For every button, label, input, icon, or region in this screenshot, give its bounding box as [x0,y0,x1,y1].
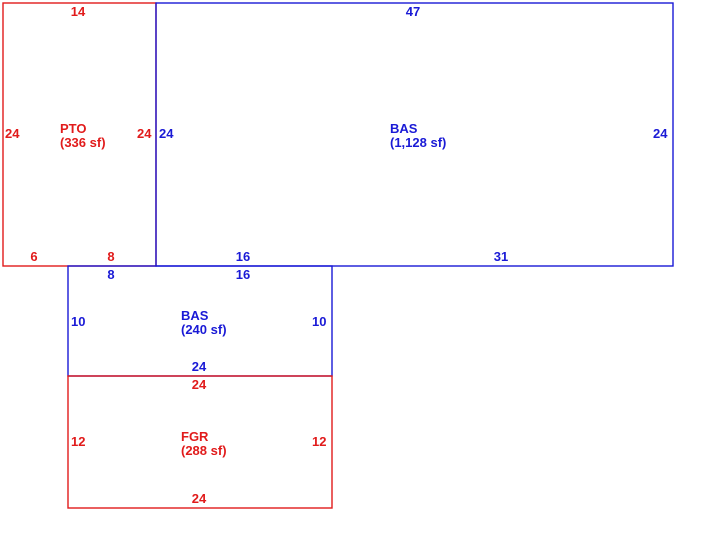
pto-area: 14 24 24 6 8 PTO (336 sf) [5,4,152,264]
pto-area-label: (336 sf) [60,135,106,150]
bas-small-top-dimension-right: 16 [236,267,250,282]
fgr-left-dimension: 12 [71,434,85,449]
pto-left-dimension: 24 [5,126,20,141]
pto-bottom-dimension-right: 8 [107,249,114,264]
bas-small-left-dimension: 10 [71,314,85,329]
bas-main-code-label: BAS [390,121,418,136]
fgr-area: 24 12 12 24 FGR (288 sf) [71,377,326,506]
pto-code-label: PTO [60,121,87,136]
bas-small-right-dimension: 10 [312,314,326,329]
fgr-outline [67,375,333,509]
bas-main-area-label: (1,128 sf) [390,135,446,150]
bas-main-left-dimension: 24 [159,126,174,141]
fgr-top-dimension: 24 [192,377,207,392]
fgr-area-label: (288 sf) [181,443,227,458]
bas-small-code-label: BAS [181,308,209,323]
bas-main-area: 47 24 24 16 31 BAS (1,128 sf) [159,4,668,264]
bas-small-area-label: (240 sf) [181,322,227,337]
pto-bottom-dimension-left: 6 [30,249,37,264]
fgr-right-dimension: 12 [312,434,326,449]
bas-main-bottom-dimension-right: 31 [494,249,508,264]
bas-small-area: 8 16 10 10 24 BAS (240 sf) [71,267,326,374]
bas-main-bottom-dimension-left: 16 [236,249,250,264]
bas-small-bottom-dimension: 24 [192,359,207,374]
bas-small-top-dimension-left: 8 [107,267,114,282]
fgr-code-label: FGR [181,429,209,444]
bas-main-top-dimension: 47 [406,4,420,19]
pto-right-dimension: 24 [137,126,152,141]
bas-main-right-dimension: 24 [653,126,668,141]
fgr-bottom-dimension: 24 [192,491,207,506]
pto-top-dimension: 14 [71,4,86,19]
bas-main-outline [155,2,674,267]
